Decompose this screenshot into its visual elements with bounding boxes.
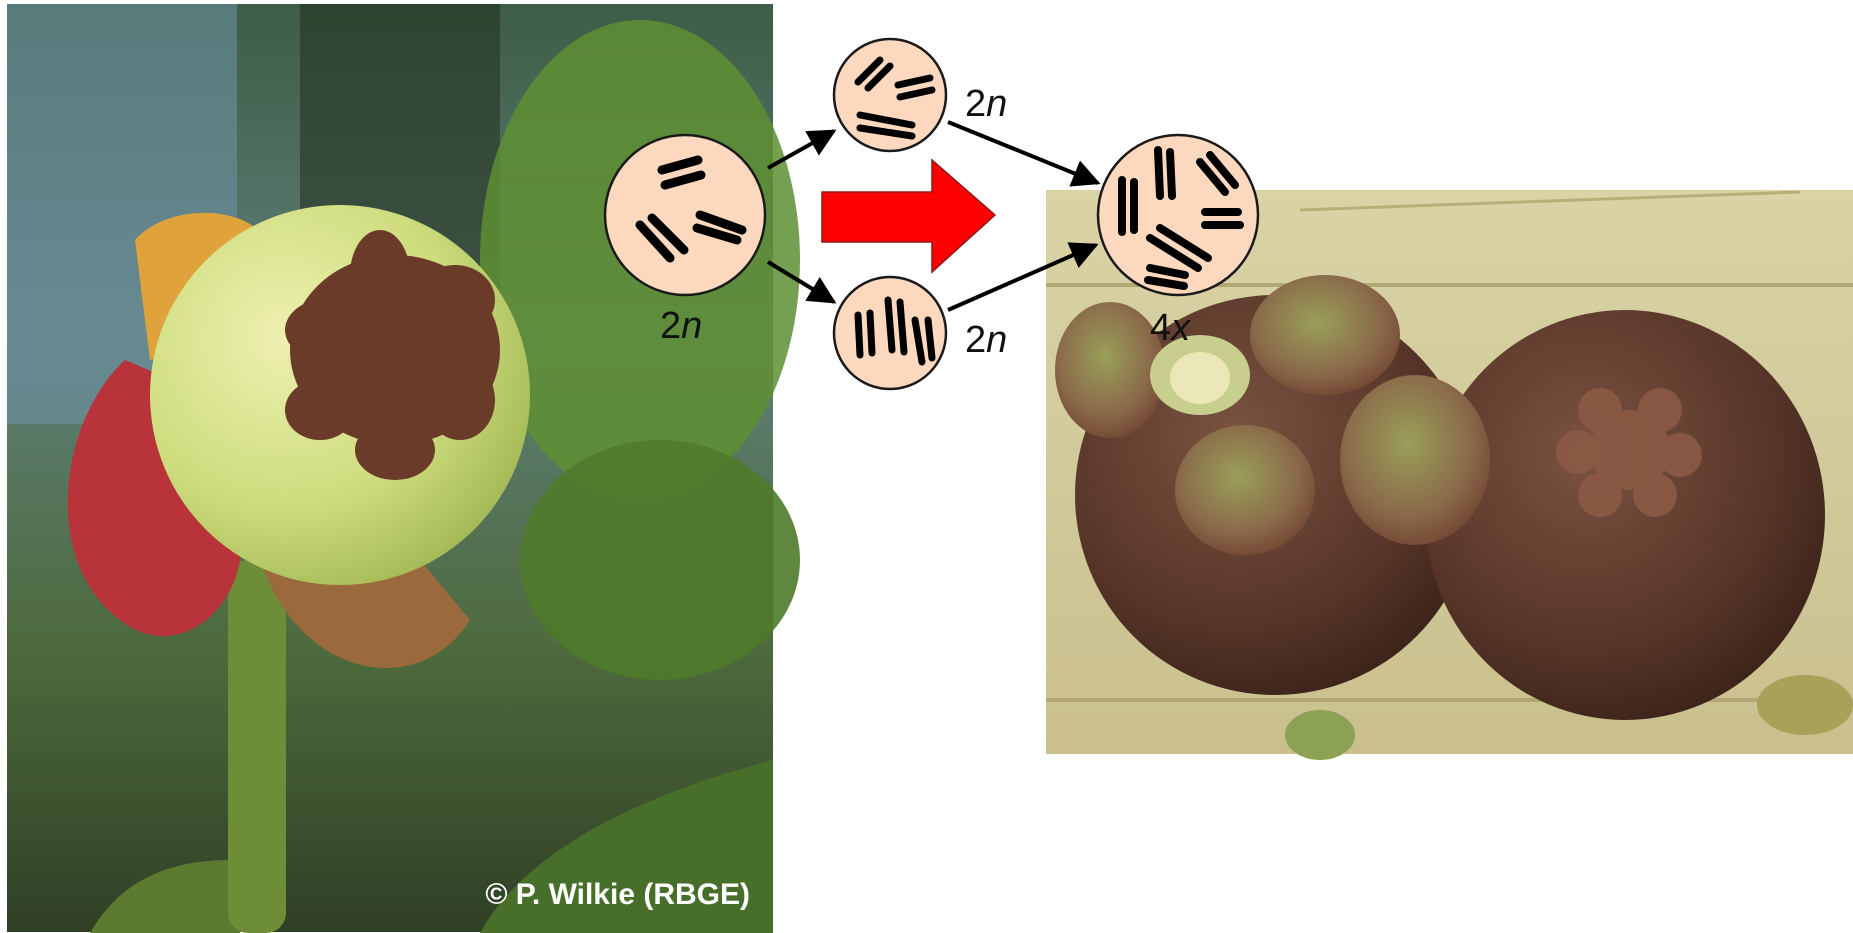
cell-parent — [605, 135, 765, 295]
arrow-top-to-hybrid — [948, 122, 1098, 183]
label-bottom: 2n — [965, 319, 1007, 361]
big-red-arrow — [822, 160, 995, 272]
label-hybrid: 4x — [1150, 307, 1192, 349]
label-top: 2n — [965, 83, 1007, 125]
cell-bottom — [834, 277, 946, 389]
label-parent: 2n — [660, 305, 702, 347]
cell-hybrid — [1098, 135, 1258, 295]
cell-top — [834, 39, 946, 151]
photo-credit: © P. Wilkie (RBGE) — [485, 878, 750, 911]
